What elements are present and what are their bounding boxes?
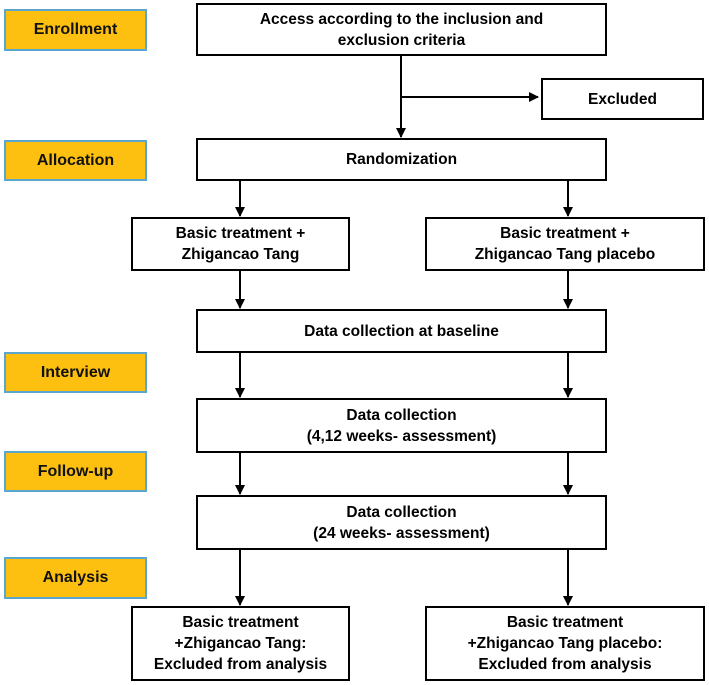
weeks-24-line-2: (24 weeks- assessment): [313, 524, 490, 542]
left-analysis-line-2: +Zhigancao Tang:: [174, 635, 307, 652]
phase-enrollment: Enrollment: [4, 9, 147, 51]
excluded-box: Excluded: [541, 78, 704, 120]
left-arm-line-2: Zhigancao Tang: [181, 246, 300, 263]
left-arm-box: Basic treatment + Zhigancao Tang: [131, 217, 350, 271]
weeks-24-line-1: Data collection: [346, 503, 457, 521]
weeks-24-box: Data collection (24 weeks- assessment): [196, 495, 607, 550]
weeks-4-12-line-2: (4,12 weeks- assessment): [306, 427, 497, 445]
baseline-box: Data collection at baseline: [196, 309, 607, 353]
weeks-4-12-line-1: Data collection: [346, 406, 457, 424]
access-criteria-line-2: exclusion criteria: [337, 31, 466, 49]
right-analysis-box: Basic treatment +Zhigancao Tang placebo:…: [425, 606, 705, 681]
phase-analysis: Analysis: [4, 557, 147, 599]
access-criteria-line-1: Access according to the inclusion and: [259, 10, 544, 28]
excluded-label: Excluded: [588, 90, 657, 108]
baseline-label: Data collection at baseline: [304, 322, 499, 340]
phase-follow-up: Follow-up: [4, 451, 147, 492]
left-arm-line-1: Basic treatment +: [175, 225, 306, 242]
right-arm-line-2: Zhigancao Tang placebo: [474, 246, 656, 263]
right-arm-line-1: Basic treatment +: [500, 225, 630, 242]
access-criteria-box: Access according to the inclusion and ex…: [196, 3, 607, 56]
randomization-label: Randomization: [345, 151, 458, 168]
left-analysis-box: Basic treatment +Zhigancao Tang: Exclude…: [131, 606, 350, 681]
phase-allocation: Allocation: [4, 140, 147, 181]
weeks-4-12-box: Data collection (4,12 weeks- assessment): [196, 398, 607, 453]
right-analysis-line-2: +Zhigancao Tang placebo:: [467, 635, 663, 652]
right-analysis-line-1: Basic treatment: [506, 614, 624, 631]
left-analysis-line-3: Excluded from analysis: [153, 656, 328, 673]
left-analysis-line-1: Basic treatment: [182, 614, 299, 631]
right-arm-box: Basic treatment + Zhigancao Tang placebo: [425, 217, 705, 271]
randomization-box: Randomization: [196, 138, 607, 181]
phase-interview: Interview: [4, 352, 147, 393]
right-analysis-line-3: Excluded from analysis: [478, 656, 652, 673]
